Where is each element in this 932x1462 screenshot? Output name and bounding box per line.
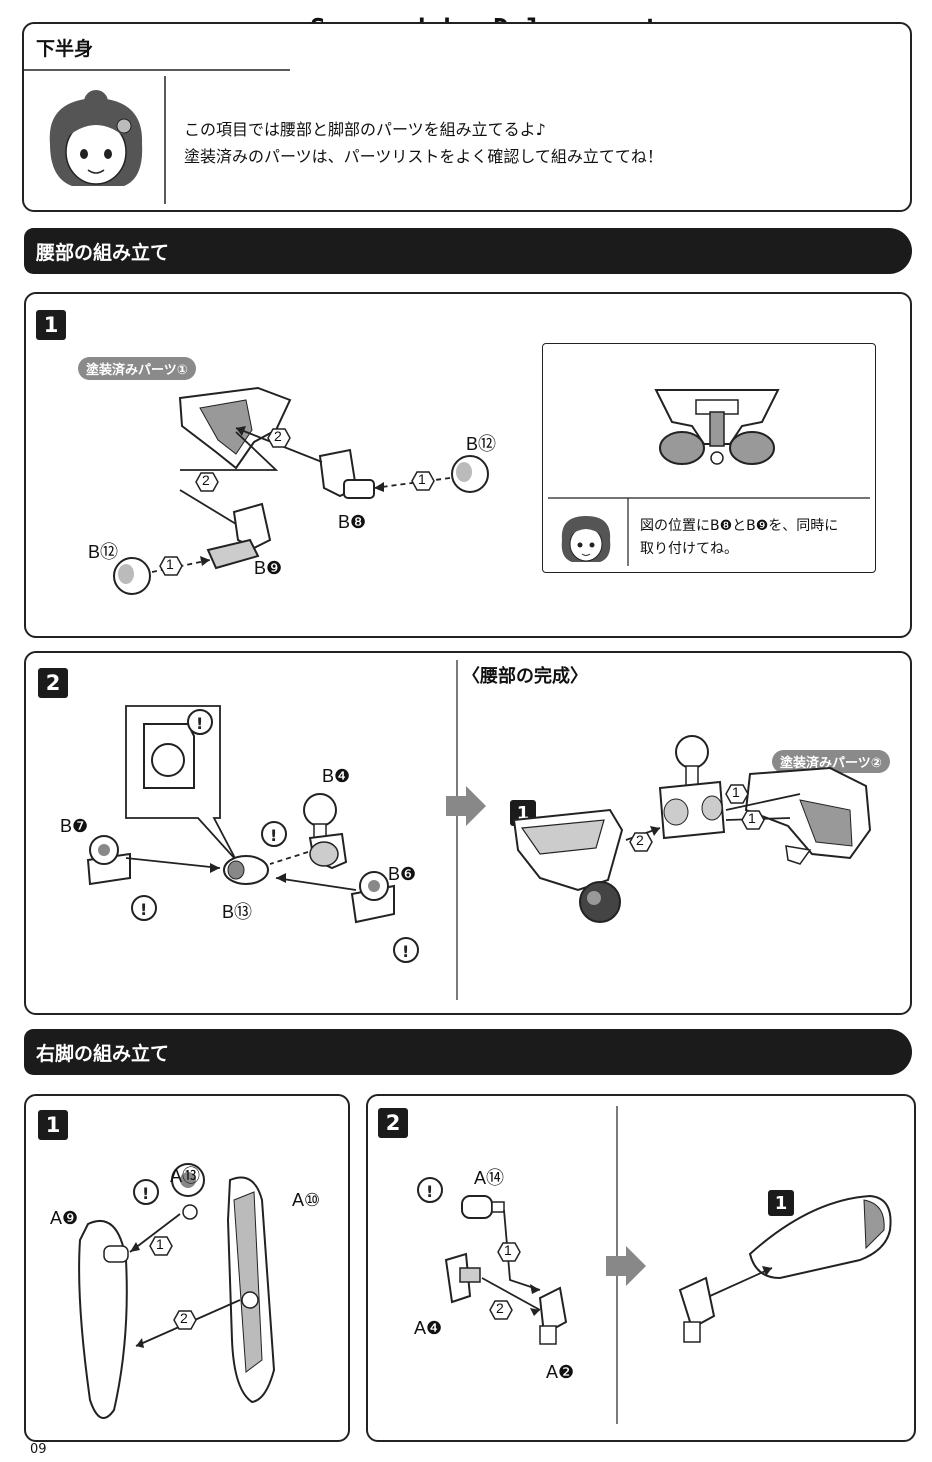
waist-completion-diagram: [512, 735, 872, 923]
waist-step1-number: 1: [36, 310, 66, 340]
waist-completion-title: 〈腰部の完成〉: [462, 666, 588, 687]
completion-callout-1-b-icon: [741, 810, 765, 830]
right-leg-section-title: 右脚の組み立て: [24, 1029, 912, 1075]
label-a9: A❾: [50, 1208, 79, 1228]
leg-result-diagram: [678, 1194, 892, 1343]
label-a13: A⑬: [170, 1166, 201, 1186]
intro-box-dividers: [22, 69, 290, 204]
svg-text:!: !: [140, 900, 147, 919]
svg-text:!: !: [402, 942, 409, 961]
completion-callout-2-icon: [629, 832, 653, 852]
svg-text:!: !: [142, 1184, 149, 1203]
completion-callout-1-a: 1: [732, 784, 740, 800]
callout-1-b: 1: [166, 556, 174, 572]
waist-assembled-preview: [654, 389, 780, 465]
mascot-small-avatar: [561, 516, 611, 562]
label-b9: B❾: [254, 558, 283, 578]
leg1-callout-1-icon: [149, 1236, 173, 1256]
waist-section-title: 腰部の組み立て: [24, 228, 912, 274]
callout-2-b: 2: [202, 472, 210, 488]
leg-next-arrow-icon: [606, 1246, 646, 1286]
waist-step1-diagram: [113, 386, 489, 595]
waist-note-divider: [548, 497, 870, 566]
painted-parts-1-badge: 塗装済みパーツ①: [78, 357, 196, 380]
leg2-callout-1: 1: [504, 1242, 512, 1258]
mascot-avatar: [49, 90, 143, 186]
leg-step2-diagram: !: [417, 1177, 568, 1345]
completion-callout-1-a-icon: [725, 784, 749, 804]
svg-text:!: !: [426, 1182, 433, 1201]
waist-step2-divider: [456, 660, 458, 1000]
leg1-callout-2: 2: [180, 1310, 188, 1326]
label-b12-top: B⑫: [466, 434, 497, 454]
label-b12-left: B⑫: [88, 542, 119, 562]
svg-text:!: !: [196, 714, 203, 733]
next-arrow-icon: [446, 786, 486, 826]
label-b7: B❼: [60, 816, 89, 836]
label-a4: A❹: [414, 1318, 443, 1338]
painted-parts-2-badge: 塗装済みパーツ②: [772, 750, 890, 773]
waist-note-line-2: 取り付けてね。: [640, 541, 738, 557]
leg1-callout-1: 1: [156, 1236, 164, 1252]
detail-zoom-callout: !: [125, 705, 237, 861]
waist-note-line-1: 図の位置にB❽とB❾を、同時に: [640, 518, 839, 534]
label-a2: A❷: [546, 1362, 575, 1382]
page-number: 09: [30, 1442, 47, 1457]
leg-step1-diagram: !: [78, 1163, 276, 1419]
intro-line-2: 塗装済みのパーツは、パーツリストをよく確認して組み立ててね！: [184, 147, 663, 166]
intro-box: [22, 22, 912, 212]
svg-text:!: !: [270, 826, 277, 845]
label-b4: B❹: [322, 766, 351, 786]
label-a14: A⑭: [474, 1168, 505, 1188]
waist-step2-diagram: ! ! !: [86, 793, 419, 963]
section-title: 下半身: [36, 38, 94, 60]
label-b13: B⑬: [222, 902, 253, 922]
label-b6: B❻: [388, 864, 417, 884]
label-a10: A⑩: [292, 1190, 321, 1210]
completion-callout-1-b: 1: [748, 810, 756, 826]
callout-2-a-icon: [267, 428, 291, 448]
intro-line-1: この項目では腰部と脚部のパーツを組み立てるよ♪: [184, 120, 546, 139]
leg-step1-number: 1: [38, 1110, 68, 1140]
label-b8: B❽: [338, 512, 367, 532]
leg2-callout-1-icon: [497, 1242, 521, 1262]
leg-step2-number: 2: [378, 1108, 408, 1138]
callout-1-a: 1: [418, 471, 426, 487]
leg2-callout-2: 2: [496, 1300, 504, 1316]
callout-1-a-icon: [411, 471, 435, 491]
leg1-callout-2-icon: [173, 1310, 197, 1330]
callout-1-b-icon: [159, 556, 183, 576]
callout-2-a: 2: [274, 428, 282, 444]
leg-result-step-number: 1: [768, 1190, 794, 1216]
waist-note-box: [542, 343, 876, 573]
leg2-callout-2-icon: [489, 1300, 513, 1320]
completion-callout-2: 2: [636, 832, 644, 848]
callout-2-b-icon: [195, 472, 219, 492]
waist-step2-number: 2: [38, 668, 68, 698]
